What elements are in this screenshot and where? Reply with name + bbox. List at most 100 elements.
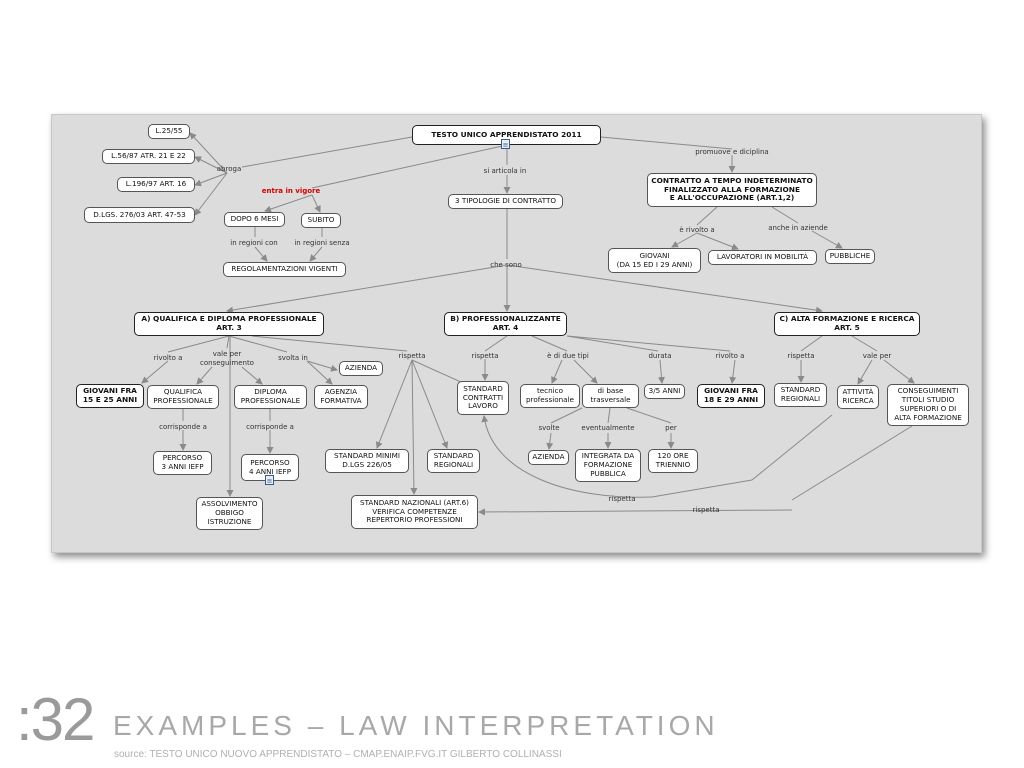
- node-subito[interactable]: SUBITO: [301, 213, 341, 228]
- node-tipologie[interactable]: 3 TIPOLOGIE DI CONTRATTO: [448, 194, 563, 209]
- node-standard-minimi[interactable]: STANDARD MINIMI D.LGS 226/05: [325, 449, 409, 473]
- connector-line: [657, 359, 665, 384]
- document-icon[interactable]: ≡: [265, 475, 274, 485]
- connector-line: [194, 156, 228, 174]
- label-svolte: svolte: [538, 424, 560, 432]
- node-professionalizzante[interactable]: B) PROFESSIONALIZZANTE ART. 4: [444, 312, 567, 336]
- node-attivita-ricerca[interactable]: ATTIVITÀ RICERCA: [837, 385, 879, 409]
- node-120-ore[interactable]: 120 ORE TRIENNIO: [648, 449, 698, 473]
- connector-line: [241, 136, 413, 168]
- label-si-articola-in: si articola in: [483, 167, 527, 175]
- node-qualifica-professionale[interactable]: QUALIFICA PROFESSIONALE: [147, 385, 219, 409]
- label-che-sono: che sono: [490, 261, 522, 269]
- connector-line: [696, 206, 718, 226]
- label-rispetta-2: rispetta: [471, 352, 499, 360]
- node-integrata[interactable]: INTEGRATA DA FORMAZIONE PUBBLICA: [575, 449, 641, 482]
- label-rispetta-3: rispetta: [787, 352, 815, 360]
- node-standard-nazionali[interactable]: STANDARD NAZIONALI (ART.6) VERIFICA COMP…: [351, 495, 478, 529]
- connector-line: [196, 366, 213, 385]
- node-tecnico-professionale[interactable]: tecnico professionale: [520, 384, 580, 408]
- slide-number: :32: [16, 686, 95, 753]
- connector-line: [600, 136, 733, 150]
- node-azienda-2[interactable]: AZIENDA: [528, 450, 569, 465]
- connector-line: [566, 335, 659, 352]
- node-standard-regionali-2[interactable]: STANDARD REGIONALI: [774, 383, 827, 407]
- node-standard-regionali-1[interactable]: STANDARD REGIONALI: [427, 449, 480, 473]
- node-giovani-15-25[interactable]: GIOVANI FRA 15 E 25 ANNI: [76, 384, 144, 408]
- node-lavoratori[interactable]: LAVORATORI IN MOBILITÀ: [708, 250, 817, 265]
- label-rispetta-4: rispetta: [608, 495, 636, 503]
- document-icon[interactable]: ≡: [501, 139, 510, 149]
- label-per: per: [665, 424, 677, 432]
- label-vale-per-conseguimento: vale per conseguimento: [200, 350, 254, 367]
- connector-line: [531, 335, 568, 352]
- node-qualifica[interactable]: A) QUALIFICA E DIPLOMA PROFESSIONALE ART…: [134, 312, 324, 336]
- connector-line: [550, 407, 583, 424]
- node-regolamentazioni[interactable]: REGOLAMENTAZIONI VIGENTI: [223, 262, 346, 277]
- node-agenzia-formativa[interactable]: AGENZIA FORMATIVA: [314, 385, 368, 409]
- label-entra-in-vigore: entra in vigore: [261, 187, 321, 195]
- connector-line: [506, 264, 823, 314]
- connector-line: [254, 246, 268, 262]
- label-corrisponde-a-1: corrisponde a: [159, 423, 207, 431]
- connector-line: [410, 359, 418, 495]
- connector-line: [484, 335, 508, 352]
- label-svolta-in: svolta in: [278, 354, 308, 362]
- node-conseguimenti[interactable]: CONSEGUIMENTI TITOLI STUDIO SUPERIORI O …: [887, 384, 969, 426]
- connector-line: [228, 335, 288, 353]
- connector-line: [811, 230, 843, 249]
- label-promuove: promuove e diciplina: [695, 148, 769, 156]
- node-assolvimento[interactable]: ASSOLVIMENTO OBBIGO ISTRUZIONE: [196, 497, 263, 530]
- connector-line: [573, 359, 598, 384]
- node-dopo6[interactable]: DOPO 6 MESI: [224, 212, 285, 227]
- connector-line: [306, 360, 333, 385]
- connector-line: [194, 172, 228, 187]
- node-diploma-professionale[interactable]: DIPLOMA PROFESSIONALE: [234, 385, 307, 409]
- label-e-rivolto-a: è rivolto a: [679, 226, 715, 234]
- connector-line: [791, 425, 913, 501]
- connector-line: [566, 335, 731, 352]
- label-rispetta-5: rispetta: [692, 506, 720, 514]
- node-contratto[interactable]: CONTRATTO A TEMPO INDETERMINATO FINALIZZ…: [647, 173, 817, 207]
- connector-line: [194, 172, 228, 216]
- connector-line: [309, 246, 323, 262]
- node-pubbliche[interactable]: PUBBLICHE: [825, 249, 875, 264]
- connector-line: [167, 335, 230, 353]
- label-durata: durata: [648, 352, 672, 360]
- node-azienda-1[interactable]: AZIENDA: [339, 361, 383, 376]
- connector-curve: [481, 415, 653, 498]
- node-giovani-18-29[interactable]: GIOVANI FRA 18 E 29 ANNI: [697, 384, 765, 408]
- node-percorso-3[interactable]: PERCORSO 3 ANNI IEFP: [153, 451, 212, 475]
- label-in-regioni-senza: in regioni senza: [294, 239, 350, 247]
- node-alta-formazione[interactable]: C) ALTA FORMAZIONE E RICERCA ART. 5: [774, 312, 920, 336]
- connector-line: [607, 407, 611, 424]
- connector-line: [851, 335, 878, 352]
- label-vale-per-2: vale per: [862, 352, 892, 360]
- connector-line: [771, 206, 799, 224]
- connector-line: [141, 360, 169, 384]
- label-rispetta-1: rispetta: [398, 352, 426, 360]
- connector-line: [375, 359, 413, 449]
- node-l2555[interactable]: L.25/55: [148, 124, 190, 139]
- node-l19697[interactable]: L.196/97 ART. 16: [117, 177, 195, 192]
- slide-title: EXAMPLES – LAW INTERPRETATION: [113, 710, 719, 741]
- connector-line: [478, 508, 793, 516]
- node-giovani-15-29[interactable]: GIOVANI (DA 15 ED I 29 ANNI): [608, 248, 701, 273]
- connector-line: [189, 132, 228, 174]
- node-standard-contratti[interactable]: STANDARD CONTRATTI LAVORO: [457, 381, 509, 415]
- connector-line: [883, 359, 915, 384]
- connector-line: [311, 194, 321, 213]
- node-percorso-4[interactable]: PERCORSO 4 ANNI IEFP: [241, 454, 299, 481]
- node-dlgs276[interactable]: D.LGS. 276/03 ART. 47-53: [84, 207, 195, 223]
- node-3-5-anni[interactable]: 3/5 ANNI: [644, 384, 685, 399]
- connector-line: [651, 479, 753, 498]
- root-node[interactable]: TESTO UNICO APPRENDISTATO 2011: [412, 125, 601, 145]
- label-eventualmente: eventualmente: [581, 424, 635, 432]
- label-anche-in-aziende: anche in aziende: [768, 224, 828, 232]
- connector-line: [311, 144, 508, 189]
- label-corrisponde-a-2: corrisponde a: [246, 423, 294, 431]
- node-di-base-trasversale[interactable]: di base trasversale: [582, 384, 639, 408]
- node-l5687[interactable]: L.56/87 ATR. 21 E 22: [102, 149, 195, 164]
- connector-line: [729, 359, 737, 384]
- label-abroga: abroga: [216, 165, 242, 173]
